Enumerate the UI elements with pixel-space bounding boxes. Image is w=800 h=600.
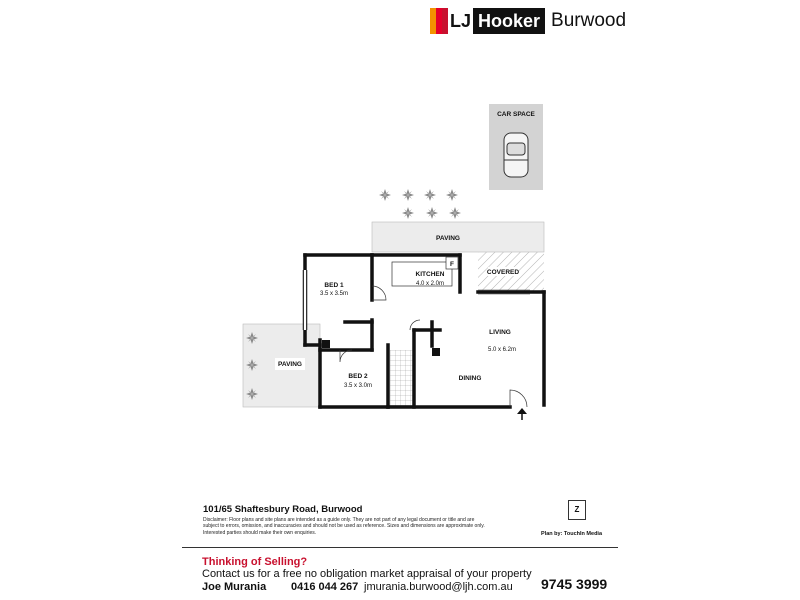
bed1-label: BED 1: [324, 282, 344, 289]
fridge-label: F: [450, 261, 454, 268]
office-phone[interactable]: 9745 3999: [541, 576, 608, 592]
covered-label-bg: [488, 267, 518, 276]
garden-plants-top: [379, 189, 461, 219]
agent-name: Joe Murania: [202, 581, 267, 593]
plan-credit: Plan by: TouchIn Media: [541, 531, 603, 537]
bed1-size: 3.5 x 3.5m: [320, 291, 348, 297]
touchin-media-logo: Z: [568, 500, 586, 520]
kitchen-label: KITCHEN: [416, 271, 445, 278]
logo-stripe: [436, 8, 442, 34]
paving-top-label: PAVING: [436, 235, 460, 242]
living-size: 5.0 x 6.2m: [488, 347, 516, 353]
kitchen-size: 4.0 x 2.0m: [416, 281, 444, 287]
logo-stripes: [430, 8, 448, 34]
entry-arrow-icon: [517, 408, 527, 420]
agent-email[interactable]: jmurania.burwood@ljh.com.au: [364, 581, 513, 593]
logo-hooker: Hooker: [473, 8, 546, 34]
kitchen-counter: [391, 261, 453, 287]
service-duct-2: [322, 340, 330, 348]
logo-stripe: [442, 8, 448, 34]
windows: [302, 270, 530, 330]
lj-hooker-logo: LJ Hooker Burwood: [430, 8, 626, 34]
footer-divider: [182, 547, 618, 548]
selling-heading: Thinking of Selling?: [202, 556, 308, 568]
logo-branch: Burwood: [551, 10, 627, 31]
paving-top: [371, 221, 545, 253]
doors: [339, 285, 528, 408]
living-label: LIVING: [489, 329, 511, 336]
bed2-size: 3.5 x 3.0m: [344, 383, 372, 389]
agent-phone[interactable]: 0416 044 267: [291, 581, 359, 593]
disclaimer-text: Disclaimer: Floor plans and site plans a…: [203, 517, 485, 536]
contact-line: Contact us for a free no obligation mark…: [202, 568, 532, 580]
bathroom-tiles: [390, 350, 414, 407]
car-icon: [503, 132, 529, 178]
service-duct: [432, 348, 440, 356]
car-space-label: CAR SPACE: [497, 111, 535, 118]
bed2-label: BED 2: [348, 373, 368, 380]
covered-label: COVERED: [487, 269, 519, 276]
paving-left-label-bg: [275, 358, 305, 370]
fridge-space: [445, 256, 459, 270]
dining-label: DINING: [459, 375, 482, 382]
property-address: 101/65 Shaftesbury Road, Burwood: [203, 504, 363, 515]
logo-stripe: [430, 8, 436, 34]
logo-lj: LJ: [448, 8, 474, 34]
paving-left-label: PAVING: [278, 361, 302, 368]
